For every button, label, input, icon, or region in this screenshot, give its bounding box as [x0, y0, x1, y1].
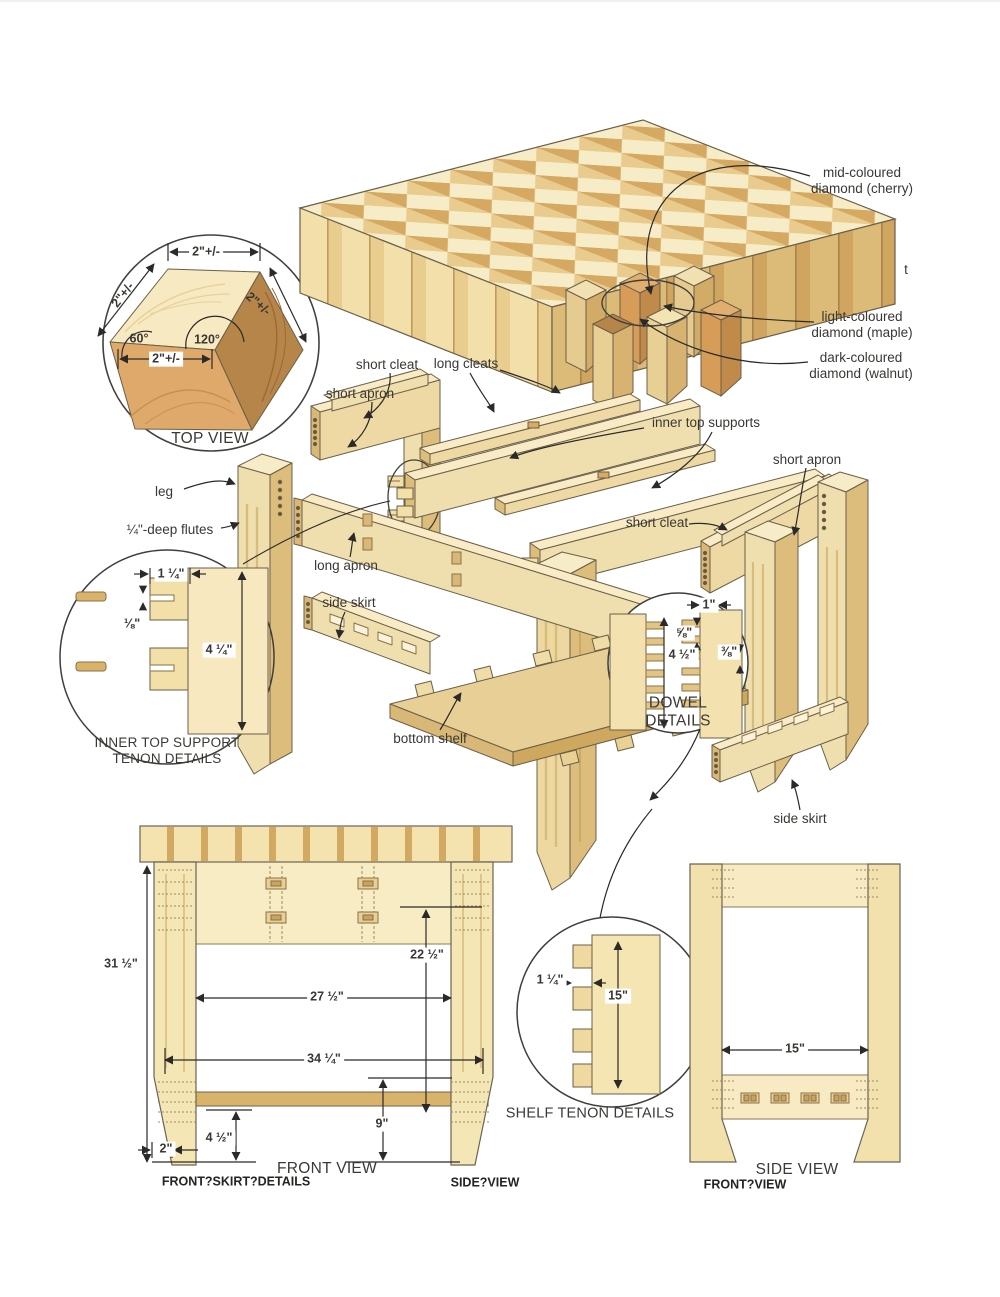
label-bottom-shelf: bottom shelf [393, 731, 467, 747]
dowel-dim-upper: ⅝" [672, 625, 696, 641]
label-short-apron-right: short apron [772, 452, 842, 468]
dowel-title: DOWEL DETAILS [645, 694, 711, 730]
top-view-detail [97, 234, 603, 452]
label-cherry-diamond: mid-coloured diamond (cherry) [810, 165, 914, 196]
front-view-dim-outer-width: 34 ¼" [304, 1051, 344, 1067]
front-view-dim-foot: 2" [156, 1141, 176, 1157]
side-view-group [689, 863, 901, 1163]
dowel-dim-top: 1" [699, 597, 719, 613]
shelf-tenon-dim: 1 ¼" [533, 972, 567, 988]
front-view-dim-height: 31 ½" [101, 956, 141, 972]
shelf-tenon-title: SHELF TENON DETAILS [505, 1105, 675, 1122]
front-view-dim-shelf-height: 9" [372, 1116, 392, 1132]
front-view-caption-left: FRONT?SKIRT?DETAILS [161, 1174, 311, 1189]
label-leaders [183, 369, 807, 811]
label-inner-top-supports: inner top supports [651, 415, 761, 431]
label-maple-diamond: light-coloured diamond (maple) [811, 309, 913, 340]
label-walnut-diamond: dark-coloured diamond (walnut) [809, 350, 913, 381]
front-view-title: FRONT VIEW [276, 1159, 378, 1177]
label-stray-t: t [904, 262, 908, 278]
label-side-skirt-left: side skirt [322, 595, 376, 611]
front-view-dim-taper: 4 ½" [202, 1130, 236, 1146]
label-side-skirt-right: side skirt [773, 811, 827, 827]
top-view-dim-top: 2"+/- [189, 244, 223, 260]
inner-tenon-title: INNER TOP SUPPORT TENON DETAILS [94, 735, 240, 766]
long-cleat-2 [494, 443, 716, 516]
dowel-detail-circle [607, 592, 749, 801]
inner-tenon-detail-group [59, 500, 391, 765]
label-short-apron-left: short apron [325, 386, 395, 402]
label-short-cleat-left: short cleat [355, 357, 419, 373]
inner-tenon-dim-height: 4 ¼" [202, 642, 236, 658]
label-long-cleats: long cleats [433, 356, 499, 372]
slab-leaders [639, 165, 815, 365]
top-view-angle-120: 120° [194, 332, 220, 347]
top-view-title: TOP VIEW [171, 429, 249, 447]
short-cleat-left-piece [323, 368, 429, 412]
shelf-tenon-dim-length: 15" [605, 988, 631, 1004]
front-view-dim-inner-width: 27 ½" [307, 989, 347, 1005]
label-short-cleat-right: short cleat [625, 515, 689, 531]
top-view-dim-bottom: 2"+/- [149, 351, 183, 367]
label-long-apron: long apron [314, 558, 378, 574]
front-view-caption-right: SIDE?VIEW [450, 1175, 520, 1190]
shelf-tenon-detail-group [516, 808, 708, 1108]
side-skirt-left-piece [303, 591, 441, 675]
dowel-dim-height: 4 ½" [665, 647, 699, 663]
front-view-group [138, 825, 513, 1166]
inner-top-support-1 [396, 398, 701, 519]
top-view-angle-60: 60° [129, 331, 149, 346]
side-view-dim-width: 15" [782, 1041, 808, 1057]
dowel-dim-right: ⅜" [717, 644, 741, 660]
long-cleat-1 [419, 393, 641, 466]
side-view-title: SIDE VIEW [755, 1160, 839, 1178]
label-leg: leg [154, 484, 174, 500]
label-flutes: ¼"-deep flutes [126, 522, 214, 538]
side-skirt-right-piece [711, 696, 849, 783]
inner-tenon-dim-width: 1 ¼" [154, 566, 188, 582]
front-view-dim-inner-height: 22 ½" [407, 947, 447, 963]
inner-tenon-dim-slot: ⅛" [123, 616, 141, 631]
side-view-caption: FRONT?VIEW [703, 1177, 787, 1192]
